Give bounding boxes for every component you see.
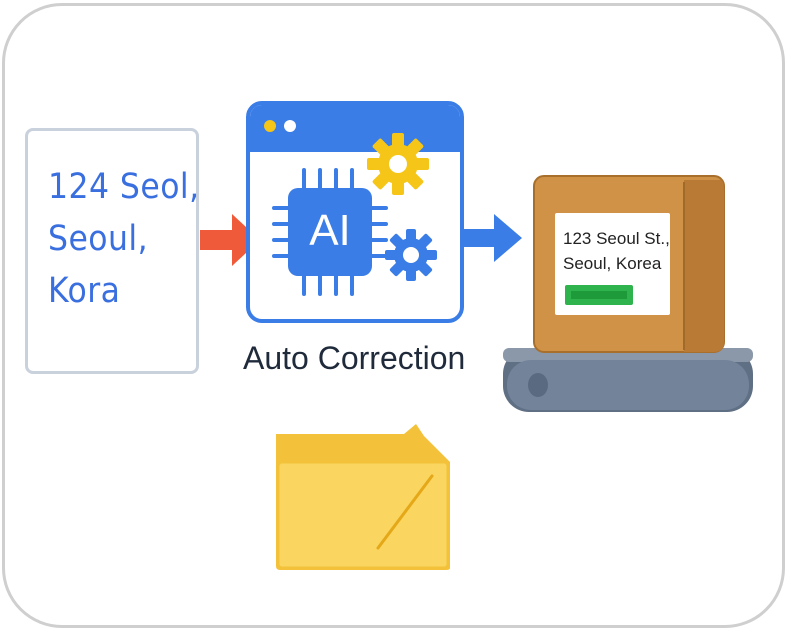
handwritten-line-2: Seoul,: [48, 219, 149, 259]
chip-icon: [272, 168, 388, 296]
handwritten-line-3: Kora: [48, 271, 121, 311]
gear-icon: [367, 133, 429, 195]
barcode: [565, 285, 633, 305]
folder-icon: [276, 424, 450, 570]
shipping-address-line-2: Seoul, Korea: [563, 254, 662, 273]
handwritten-line-1: 124 Seol,: [48, 167, 200, 207]
handwritten-address-card: 124 Seol, Seoul, Kora: [25, 128, 199, 374]
auto-correction-caption: Auto Correction: [243, 340, 466, 376]
window-dot-yellow: [264, 120, 276, 132]
gear-icon: [385, 229, 437, 281]
shipping-address-line-1: 123 Seoul St.,: [563, 229, 670, 248]
shipping-label: 123 Seoul St., Seoul, Korea: [555, 213, 670, 315]
output-arrow-icon: [464, 214, 522, 262]
ai-window: [246, 101, 464, 323]
conveyor-icon: [503, 348, 753, 412]
window-dot-white: [284, 120, 296, 132]
chip-label: AI: [309, 206, 351, 255]
input-arrow-icon: [200, 214, 260, 266]
